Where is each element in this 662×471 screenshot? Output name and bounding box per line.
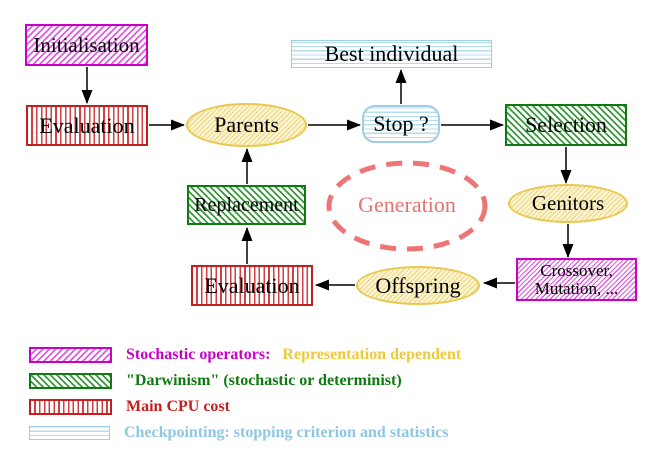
legend-row-stochastic-operators: Stochastic operators: Representation dep…: [29, 346, 461, 364]
node-evaluation-bottom-label: Evaluation: [204, 272, 300, 298]
legend-swatch-stochastic-operators: [29, 347, 112, 363]
node-best-individual: Best individual: [291, 40, 492, 68]
node-selection: Selection: [505, 104, 627, 146]
node-replacement-label: Replacement: [194, 193, 299, 216]
generation-label: Generation: [358, 192, 456, 217]
legend-label-checkpointing: Checkpointing: stopping criterion and st…: [124, 424, 449, 441]
node-evaluation-bottom: Evaluation: [191, 265, 313, 306]
node-parents: Parents: [186, 103, 307, 147]
node-offspring: Offspring: [356, 266, 480, 305]
node-initialisation-label: Initialisation: [33, 32, 140, 57]
legend-label-stochastic-operators: Stochastic operators:: [126, 346, 271, 363]
node-selection-label: Selection: [525, 112, 607, 138]
legend-label-darwinism: "Darwinism" (stochastic or determinist): [126, 372, 402, 389]
legend-label-main-cpu-cost: Main CPU cost: [126, 398, 230, 415]
node-initialisation: Initialisation: [25, 24, 148, 66]
node-crossover-label-line1: Crossover,: [540, 260, 613, 280]
node-crossover-label-line2: Mutation, ...: [534, 278, 619, 298]
node-genitors: Genitors: [508, 184, 628, 223]
node-evaluation-top-label: Evaluation: [39, 112, 135, 138]
legend-label-representation-dependent: Representation dependent: [282, 346, 462, 363]
node-replacement: Replacement: [187, 185, 306, 225]
node-evaluation-top: Evaluation: [26, 105, 148, 146]
node-parents-label: Parents: [214, 112, 279, 138]
legend-row-main-cpu-cost: Main CPU cost: [29, 398, 230, 416]
node-crossover-mutation: Crossover, Mutation, ...: [516, 258, 637, 301]
legend-swatch-main-cpu-cost: [29, 399, 112, 415]
node-stop-label: Stop ?: [373, 111, 429, 137]
node-best-individual-label: Best individual: [324, 41, 459, 67]
node-genitors-label: Genitors: [531, 191, 605, 216]
node-offspring-label: Offspring: [375, 272, 461, 298]
legend-swatch-darwinism: [29, 373, 112, 389]
legend-row-checkpointing: Checkpointing: stopping criterion and st…: [29, 424, 448, 442]
legend-swatch-checkpointing: [29, 426, 110, 440]
legend-row-darwinism: "Darwinism" (stochastic or determinist): [29, 372, 402, 390]
node-stop: Stop ?: [362, 105, 440, 143]
